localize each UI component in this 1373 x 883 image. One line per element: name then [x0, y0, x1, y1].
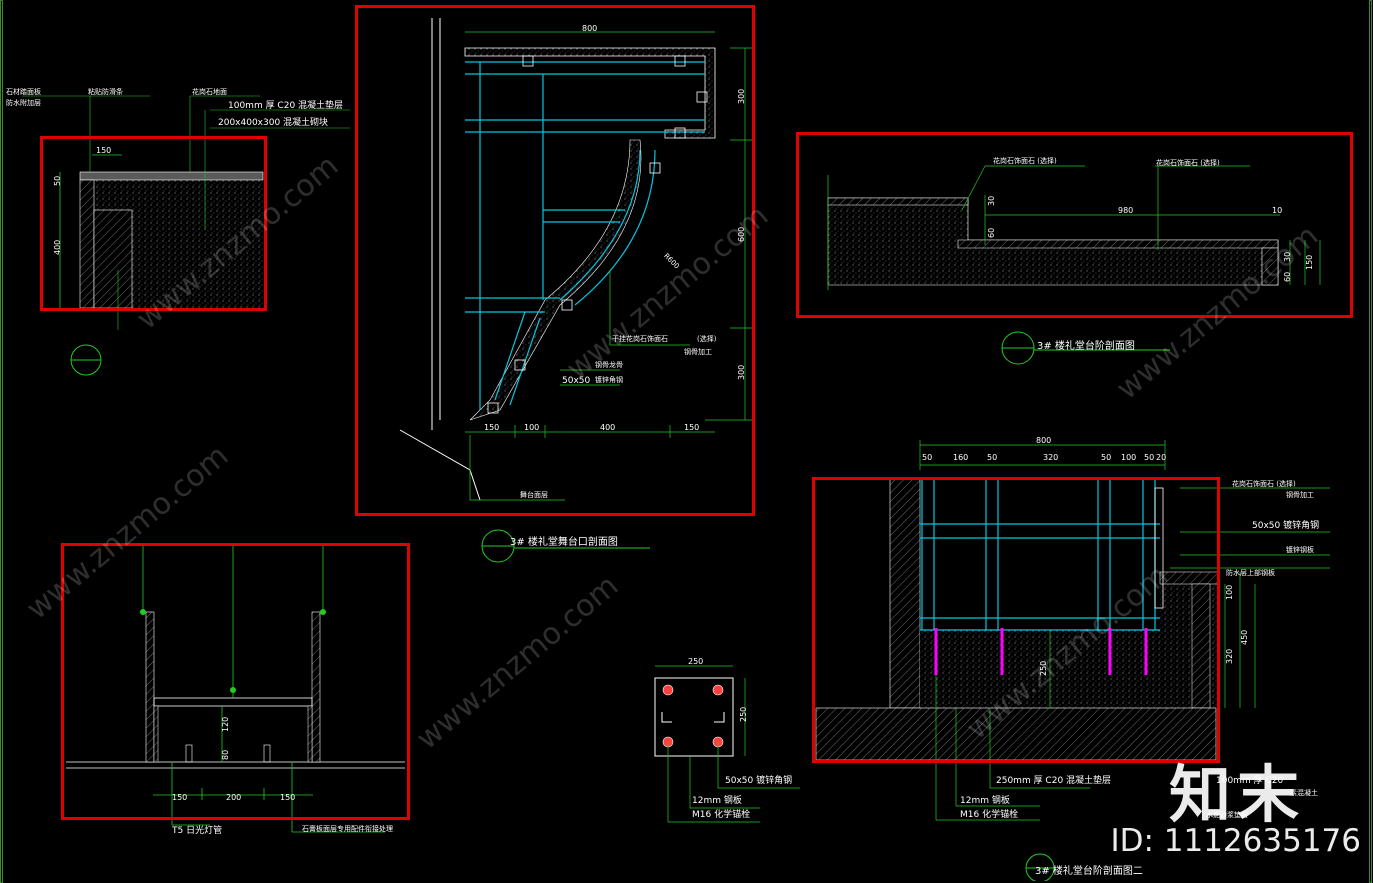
dim-f-top-0: 800: [1036, 436, 1052, 445]
highlight-box-detail-b: [355, 5, 755, 516]
dim-b-right-2: 300: [737, 364, 746, 380]
note-b-2: 钢骨龙骨: [595, 361, 623, 369]
dim-e-1: 250: [739, 706, 748, 722]
title-detail-f: 3# 楼礼堂台阶剖面图二: [1035, 866, 1143, 877]
brand-logo: 知末: [1168, 758, 1305, 831]
note-e-1: 12mm 钢板: [692, 796, 742, 806]
note-c-1: 花岗石饰面石 (选择): [1156, 159, 1220, 167]
note-a-1: 粘贴防滑条: [88, 88, 123, 96]
title-detail-b: 3# 楼礼堂舞台口剖面图: [510, 537, 618, 548]
note-a-3: 防水附加层: [6, 99, 41, 107]
dim-f-top-7: 50: [1144, 453, 1155, 462]
note-b-0: 干挂花岗石饰面石: [612, 335, 668, 343]
dim-f-right-2: 320: [1225, 648, 1234, 664]
dim-b-top: 800: [582, 24, 598, 33]
dim-b-bottom-0: 150: [484, 423, 500, 432]
dim-c-0: 980: [1118, 206, 1134, 215]
detail-c-section: [827, 165, 1321, 365]
dim-c-3: 60: [987, 227, 996, 238]
title-detail-c: 3# 楼礼堂台阶剖面图: [1037, 341, 1135, 352]
dim-f-top-5: 50: [1101, 453, 1112, 462]
note-f-10: 水泥砂浆垫层: [1206, 811, 1248, 819]
note-a-0: 石材踏面板: [6, 88, 41, 96]
note-f-6: 12mm 钢板: [960, 796, 1010, 806]
dim-f-top-4: 320: [1043, 453, 1059, 462]
detail-f-section: [815, 440, 1330, 881]
note-d-0: T5 日光灯管: [172, 826, 223, 836]
note-a-5: 200x400x300 混凝土砌块: [218, 118, 329, 128]
dim-d-1: 80: [221, 749, 230, 760]
note-f-4: 防水层上部钢板: [1226, 569, 1275, 577]
note-f-7: M16 化学锚栓: [960, 810, 1019, 820]
dim-a-2: 400: [53, 239, 62, 255]
note-f-0: 花岗石饰面石 (选择): [1232, 480, 1296, 488]
dim-d-3: 200: [226, 793, 242, 802]
note-d-1: 石膏板面层专用配件衔接处理: [302, 825, 393, 833]
dim-b-right-0: 300: [737, 88, 746, 104]
note-c-0: 花岗石饰面石 (选择): [993, 157, 1057, 165]
highlight-box-detail-d: [61, 543, 410, 820]
note-a-4: 100mm 厚 C20 混凝土垫层: [228, 101, 344, 111]
dim-f-top-1: 50: [922, 453, 933, 462]
highlight-box-detail-f: [812, 477, 1220, 763]
note-e-2: M16 化学锚栓: [692, 810, 751, 820]
dim-f-top-6: 100: [1121, 453, 1137, 462]
note-e-0: 50x50 镀锌角钢: [725, 776, 793, 786]
dim-f-top-3: 50: [987, 453, 998, 462]
dim-f-right-1: 450: [1240, 629, 1249, 645]
dim-c-1: 10: [1272, 206, 1283, 215]
dim-d-4: 150: [280, 793, 296, 802]
dim-d-2: 150: [172, 793, 188, 802]
detail-e-plate: [654, 665, 800, 823]
id-label: ID: 1112635176: [1110, 823, 1361, 859]
note-a-2: 花岗石地面: [192, 88, 227, 96]
dim-e-0: 250: [688, 657, 704, 666]
dim-c-2: 30: [987, 195, 996, 206]
dim-f-top-8: 20: [1156, 453, 1167, 462]
highlight-box-detail-a: [40, 136, 267, 311]
dim-a-1: 50: [53, 175, 62, 186]
dim-a-0: 150: [96, 146, 112, 155]
note-b-4: 50x50: [562, 376, 591, 386]
note-f-1: 钢骨加工: [1286, 491, 1314, 499]
dim-b-bottom-1: 100: [524, 423, 540, 432]
dim-b-bottom-3: 150: [684, 423, 700, 432]
highlight-box-detail-c: [796, 132, 1353, 318]
note-f-8: 100mm 厚 C20: [1216, 776, 1284, 786]
dim-b-bottom-2: 400: [600, 423, 616, 432]
dim-f-right-0: 100: [1225, 584, 1234, 600]
dim-d-0: 120: [221, 716, 230, 732]
detail-d-section: [66, 546, 405, 833]
note-f-3: 镀锌钢板: [1286, 546, 1314, 554]
note-f-2: 50x50 镀锌角钢: [1252, 521, 1320, 531]
note-f-5: 250mm 厚 C20 混凝土垫层: [996, 776, 1112, 786]
note-b-5: 镀锌角钢: [595, 376, 623, 384]
note-b-1: (选择): [697, 335, 717, 343]
detail-a-section: [22, 95, 350, 376]
note-b-3: 钢骨加工: [684, 348, 712, 356]
note-b-6: 舞台面层: [520, 491, 548, 499]
note-f-9: 素混凝土: [1290, 789, 1318, 797]
detail-b-section: [399, 18, 755, 563]
dim-f-top-2: 160: [953, 453, 969, 462]
